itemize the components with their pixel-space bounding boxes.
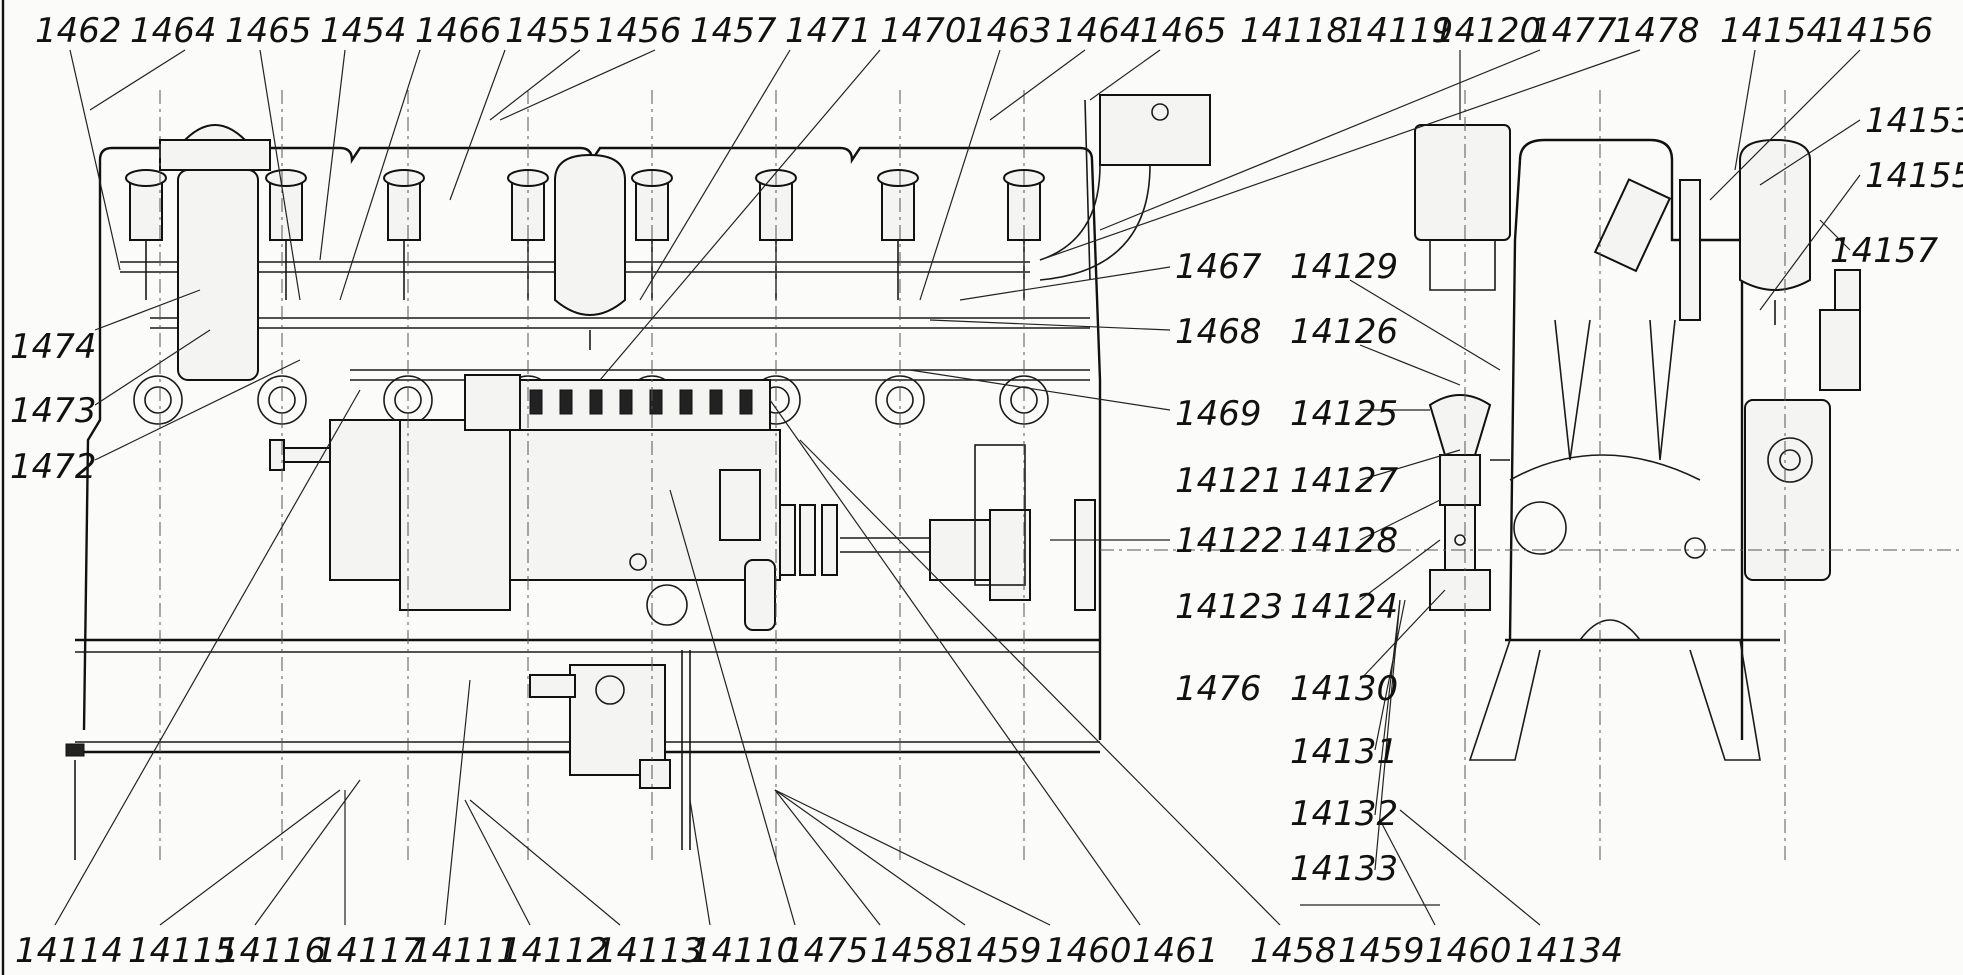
label-14124: 14124 (1290, 587, 1398, 627)
label-1455: 1455 (505, 11, 592, 51)
right-upper-labels: 14153 14155 14157 (1830, 101, 1963, 271)
exhaust-elbow (1039, 94, 1211, 281)
label-1459: 1459 (955, 931, 1042, 971)
label-1456: 1456 (595, 11, 682, 51)
label-14153: 14153 (1865, 101, 1963, 141)
engine-side-view (65, 90, 1211, 860)
label-1478: 1478 (1613, 11, 1700, 51)
label-1469: 1469 (1175, 394, 1262, 434)
label-14112: 14112 (500, 931, 608, 971)
label-1468: 1468 (1175, 312, 1262, 352)
label-14128: 14128 (1290, 521, 1398, 561)
air-filter-canister (159, 124, 271, 381)
label-1472: 1472 (10, 447, 97, 487)
cylinder-head-outline (98, 146, 1102, 740)
fuel-filter-cluster (719, 469, 838, 631)
generator-housing (269, 374, 521, 611)
label-14122: 14122 (1175, 521, 1283, 561)
label-1462: 1462 (35, 11, 122, 51)
label-14127: 14127 (1290, 461, 1399, 501)
engine-end-view (1100, 90, 1963, 860)
label-14117: 14117 (315, 931, 424, 971)
crankcase-left-edge (82, 160, 102, 731)
top-label-row: 1462 1464 1465 1454 1466 1455 1456 1457 … (35, 11, 1933, 51)
label-14118: 14118 (1240, 11, 1348, 51)
drive-shaft (840, 444, 1096, 611)
label-14131: 14131 (1290, 732, 1398, 772)
injector-3 (383, 169, 425, 300)
banjo-fitting (629, 553, 647, 571)
label-1458b: 1458 (1250, 931, 1337, 971)
label-14126: 14126 (1290, 312, 1398, 352)
end-block-outline-right (1518, 138, 1744, 740)
label-1464: 1464 (130, 11, 217, 51)
label-14115: 14115 (128, 931, 236, 971)
middle-labels: 1467 1468 1469 14129 14126 14125 14121 1… (1175, 247, 1399, 889)
label-14154: 14154 (1720, 11, 1828, 51)
fuel-filter-bowl (554, 153, 626, 350)
end-block-outline-left (1508, 159, 1522, 641)
distributor-head (1593, 178, 1701, 321)
label-1466: 1466 (415, 11, 502, 51)
sender-assembly (1428, 394, 1510, 611)
end-pulley (1513, 501, 1567, 555)
injector-2 (265, 169, 307, 300)
injector-1 (125, 169, 167, 300)
label-1458: 1458 (870, 931, 957, 971)
bottom-label-row: 14114 14115 14116 14117 14111 14112 1411… (15, 931, 1623, 971)
label-14132: 14132 (1290, 794, 1398, 834)
label-1471: 1471 (785, 11, 872, 51)
label-14111: 14111 (410, 931, 518, 971)
label-1463: 1463 (965, 11, 1052, 51)
label-14121: 14121 (1175, 461, 1283, 501)
label-14155: 14155 (1865, 156, 1963, 196)
drain-plug (65, 743, 85, 757)
label-14113: 14113 (595, 931, 703, 971)
label-14157: 14157 (1830, 231, 1939, 271)
label-1465b: 1465 (1140, 11, 1227, 51)
label-14120: 14120 (1433, 11, 1541, 51)
label-14133: 14133 (1290, 849, 1398, 889)
label-1470: 1470 (880, 11, 967, 51)
left-labels: 1474 1473 1472 (10, 327, 97, 487)
label-1459b: 1459 (1338, 931, 1425, 971)
label-1477: 1477 (1530, 11, 1617, 51)
label-1464b: 1464 (1055, 11, 1142, 51)
label-1460b: 1460 (1425, 931, 1512, 971)
label-1476: 1476 (1175, 669, 1262, 709)
label-14119: 14119 (1345, 11, 1453, 51)
label-1465: 1465 (225, 11, 312, 51)
label-1461: 1461 (1132, 931, 1219, 971)
label-14123: 14123 (1175, 587, 1283, 627)
label-14156: 14156 (1825, 11, 1933, 51)
label-14110: 14110 (690, 931, 798, 971)
label-14130: 14130 (1290, 669, 1398, 709)
label-14116: 14116 (218, 931, 326, 971)
label-1473: 1473 (10, 391, 97, 431)
magneto (1744, 269, 1861, 581)
label-14114: 14114 (15, 931, 123, 971)
label-1475: 1475 (782, 931, 869, 971)
injector-7 (877, 169, 919, 300)
end-air-filter (1414, 124, 1511, 241)
label-1457: 1457 (690, 11, 777, 51)
label-1474: 1474 (10, 327, 97, 367)
label-1467: 1467 (1175, 247, 1262, 287)
label-1460: 1460 (1045, 931, 1132, 971)
oil-pump (529, 650, 691, 850)
fuel-tank-upper-right (1739, 138, 1811, 325)
label-1454: 1454 (320, 11, 407, 51)
label-14129: 14129 (1290, 247, 1398, 287)
label-14125: 14125 (1290, 394, 1398, 434)
dipstick-ring (646, 584, 688, 626)
label-14134: 14134 (1515, 931, 1623, 971)
leader-lines (54, 49, 1861, 926)
